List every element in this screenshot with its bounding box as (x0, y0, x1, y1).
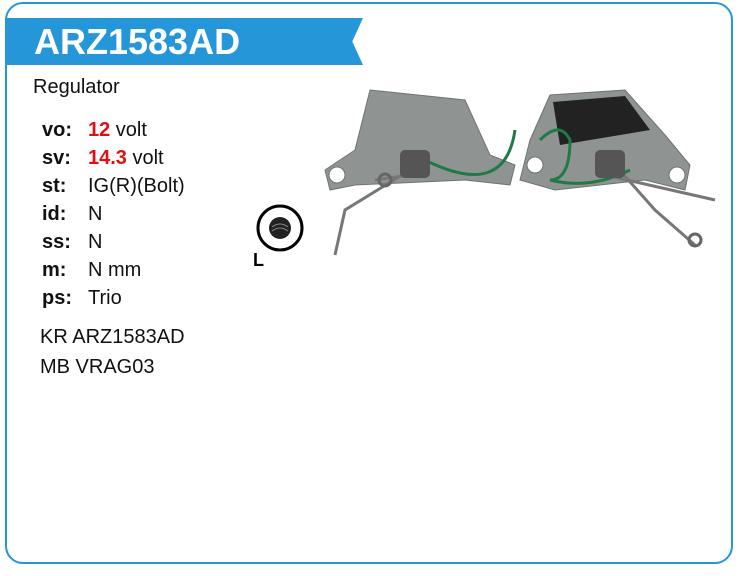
spec-key: sv: (42, 147, 71, 169)
title-banner (5, 18, 363, 65)
spec-value: Trio (88, 287, 122, 309)
ref-mb: MB VRAG03 (40, 356, 155, 378)
spec-sv: sv: 14.3 volt (42, 144, 185, 172)
spec-value: 14.3 (88, 147, 127, 169)
spec-value: N (88, 231, 103, 253)
spec-value: N mm (88, 259, 142, 281)
spec-key: ss: (42, 231, 71, 253)
spec-id: id: N (42, 200, 185, 228)
spec-key: vo: (42, 119, 72, 141)
spec-list: vo: 12 volt sv: 14.3 volt st: IG(R)(Bolt) i… (42, 116, 185, 312)
spec-vo: vo: 12 volt (42, 116, 185, 144)
spec-ps: ps: Trio (42, 284, 185, 312)
spec-key: ps: (42, 287, 72, 309)
spec-value: IG(R)(Bolt) (88, 175, 185, 197)
spec-value: N (88, 203, 103, 225)
spec-key: st: (42, 175, 67, 197)
spec-key: m: (42, 259, 67, 281)
product-type: Regulator (33, 76, 120, 98)
spec-unit: volt (126, 147, 164, 169)
cross-references: KR ARZ1583AD MB VRAG03 (40, 322, 185, 382)
product-photo (315, 80, 725, 275)
spec-value: 12 (88, 119, 111, 141)
product-card (5, 2, 733, 564)
connector-diagram-icon: L (253, 203, 315, 278)
spec-m: m: N mm (42, 256, 185, 284)
connector-label: L (253, 250, 264, 270)
spec-unit: volt (110, 119, 147, 141)
spec-ss: ss: N (42, 228, 185, 256)
product-title: ARZ1583AD (34, 21, 241, 62)
spec-st: st: IG(R)(Bolt) (42, 172, 185, 200)
spec-key: id: (42, 203, 67, 225)
ref-kr: KR ARZ1583AD (40, 326, 185, 348)
